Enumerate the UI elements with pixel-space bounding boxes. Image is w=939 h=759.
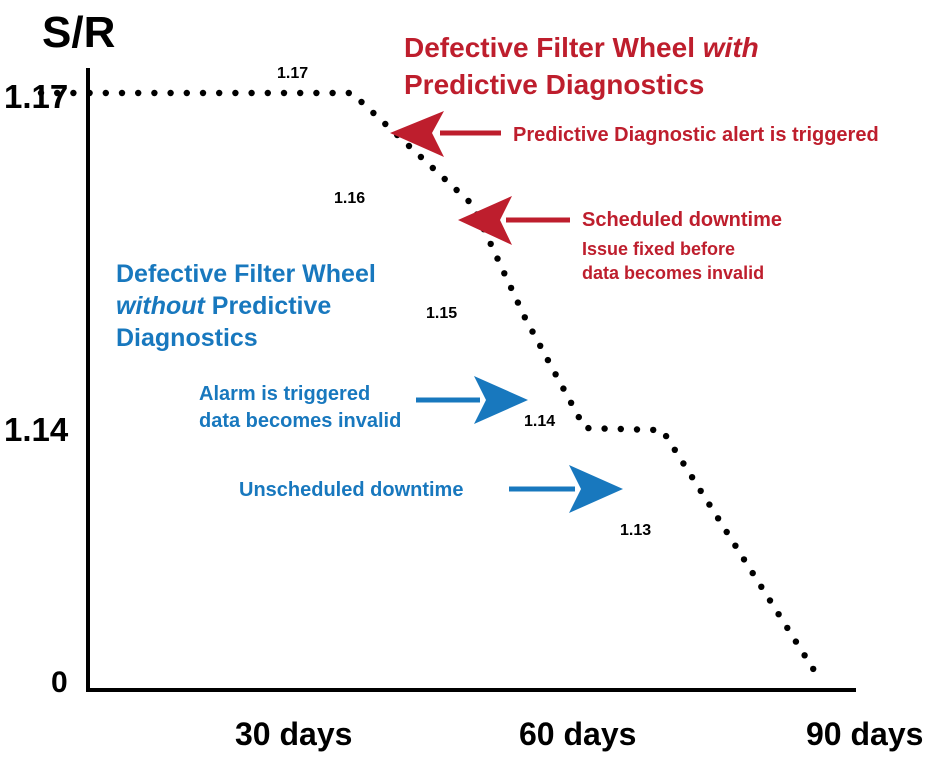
unscheduled-annotation: Unscheduled downtime (239, 479, 463, 501)
data-label: 1.17 (277, 65, 308, 82)
series-line (37, 89, 817, 673)
y-tick-label: 0 (51, 666, 68, 699)
series-dot (102, 89, 110, 97)
without-title-line3: Diagnostics (116, 324, 258, 352)
series-dot (537, 342, 544, 349)
series-dot (313, 89, 320, 97)
series-dot (86, 89, 93, 97)
without-title-line1: Defective Filter Wheel (116, 260, 376, 288)
series-dot (552, 371, 559, 378)
series-dot (199, 89, 207, 97)
series-dot (118, 89, 126, 97)
with-title-italic: with (703, 32, 759, 63)
series-dot (248, 89, 255, 97)
x-tick-label: 30 days (235, 716, 352, 752)
series-dot (714, 515, 722, 522)
data-label: 1.14 (524, 413, 555, 430)
series-dot (501, 270, 508, 277)
series-dot (297, 89, 304, 97)
series-dot (521, 314, 528, 321)
with-title-line1: Defective Filter Wheel with (404, 32, 759, 63)
with-title-text: Defective Filter Wheel (404, 32, 703, 63)
series-dot (70, 89, 77, 97)
series-dot (633, 426, 641, 433)
series-dot (429, 164, 436, 172)
series-dot (441, 175, 448, 183)
series-dot (494, 255, 501, 262)
series-dot (529, 328, 536, 335)
series-dot (784, 624, 791, 632)
without-title-text: Predictive (205, 292, 332, 320)
series-dot (567, 399, 575, 406)
series-dot (183, 89, 190, 97)
series-dot (706, 501, 713, 508)
series-dot (370, 109, 377, 117)
series-dot (671, 446, 678, 453)
series-dot (601, 425, 608, 432)
series-dot (723, 528, 730, 536)
series-dot (766, 597, 774, 604)
series-dot (810, 665, 817, 673)
series-dot (792, 638, 800, 645)
data-label: 1.15 (426, 305, 457, 322)
data-label: 1.16 (334, 190, 365, 207)
with-title-line2: Predictive Diagnostics (404, 69, 704, 100)
series-dot (405, 142, 413, 150)
fixed-annotation-line2: data becomes invalid (582, 263, 764, 283)
y-tick-label: 1.17 (4, 78, 68, 115)
series-dot (507, 284, 515, 292)
alert-annotation: Predictive Diagnostic alert is triggered (513, 124, 879, 146)
series-dot (688, 474, 696, 481)
series-dot (560, 385, 567, 392)
series-dot (453, 186, 460, 194)
series-dot (575, 413, 582, 421)
alarm-arrow-icon (416, 376, 528, 424)
series-dot (775, 611, 782, 618)
y-axis-title: S/R (42, 8, 115, 57)
series-dot (617, 425, 624, 433)
series-dot (135, 89, 142, 97)
series-dot (465, 197, 472, 205)
series-dot (216, 89, 223, 97)
series-dot (758, 583, 765, 590)
series-dot (801, 652, 808, 659)
series-dot (650, 426, 657, 434)
fixed-annotation-line1: Issue fixed before (582, 239, 735, 259)
without-title-italic: without (116, 292, 207, 320)
series-dot (54, 89, 61, 97)
series-dot (382, 120, 389, 128)
series-dot (329, 89, 336, 97)
x-tick-label: 90 days (806, 716, 923, 752)
y-tick-label: 1.14 (4, 411, 69, 448)
series-dot (264, 89, 271, 97)
series-dot (697, 487, 704, 495)
series-dot (167, 89, 174, 97)
series-dot (487, 240, 494, 248)
series-dot (740, 556, 748, 563)
data-label: 1.13 (620, 522, 651, 539)
series-dot (345, 89, 352, 97)
series-dot (544, 356, 552, 364)
series-dot (662, 432, 670, 440)
series-dot (417, 153, 425, 161)
scheduled-arrow-icon (458, 196, 570, 245)
series-dot (732, 542, 739, 549)
series-dot (749, 569, 756, 577)
alarm-annotation-line1: Alarm is triggered (199, 383, 370, 405)
unscheduled-arrow-icon (509, 465, 623, 513)
without-title-line2: without Predictive (116, 292, 331, 320)
series-dot (232, 89, 239, 97)
series-dot (514, 299, 522, 306)
series-dot (585, 424, 592, 432)
alarm-annotation-line2: data becomes invalid (199, 410, 401, 432)
x-tick-label: 60 days (519, 716, 636, 752)
series-dot (37, 89, 45, 97)
alert-arrow-icon (390, 111, 501, 157)
scheduled-annotation: Scheduled downtime (582, 209, 782, 231)
series-dot (151, 89, 158, 97)
series-dot (280, 89, 288, 97)
series-dot (358, 98, 365, 106)
series-dot (680, 460, 687, 467)
